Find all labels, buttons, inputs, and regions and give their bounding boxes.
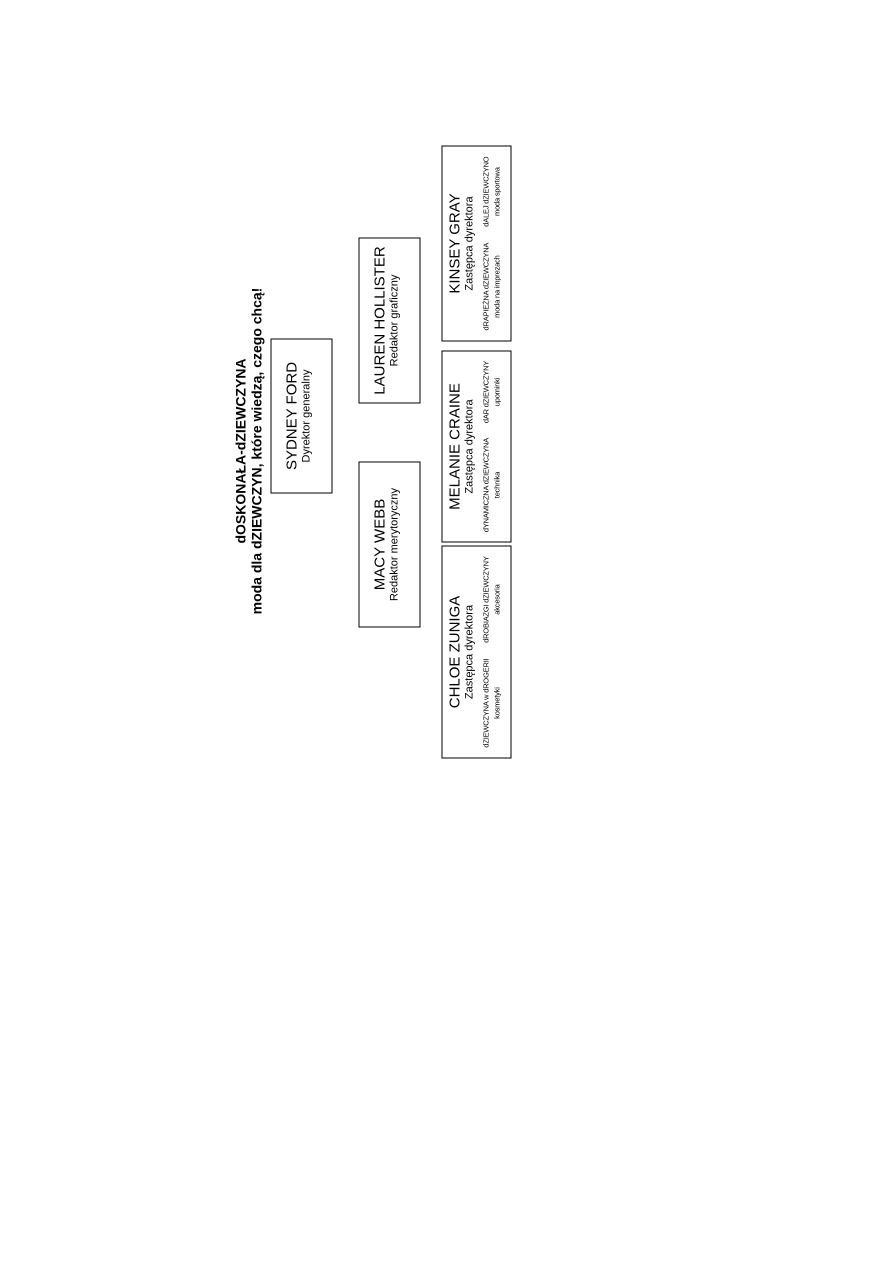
deputy-name: KINSEY GRAY — [446, 192, 463, 294]
department: dRAPIEŻNA dZIEWCZYNA moda na imprezach — [480, 242, 502, 330]
deputy-role: Zastępca dyrektora — [463, 604, 475, 699]
department-name: dALEJ dZIEWCZYNO — [481, 156, 490, 227]
department-name: dROBIAZGI dZIEWCZYNY — [481, 555, 490, 643]
department-list: dZIEWCZYNA w dROGERII kosmetyki dROBIAZG… — [480, 548, 502, 755]
deputy-name: CHLOE ZUNIGA — [446, 595, 463, 708]
department-category: technika — [492, 471, 501, 498]
director-name: SYDNEY FORD — [283, 361, 300, 470]
department: dALEJ dZIEWCZYNO moda sportowa — [480, 156, 502, 226]
department-name: dYNAMICZNA dZIEWCZYNA — [481, 437, 490, 532]
department-list: dRAPIEŻNA dZIEWCZYNA moda na imprezach d… — [480, 148, 502, 338]
department-category: moda na imprezach — [492, 254, 501, 318]
deputy-role: Zastępca dyrektora — [463, 398, 475, 494]
deputy-role: Zastępca dyrektora — [463, 195, 475, 291]
department-name: dZIEWCZYNA w dROGERII — [481, 658, 490, 748]
department-category: moda sportowa — [492, 166, 501, 216]
chart-subtitle: moda dla dZIEWCZYN, które wiedzą, czego … — [248, 287, 264, 614]
director-role: Dyrektor generalny — [300, 369, 312, 462]
department-name: dRAPIEŻNA dZIEWCZYNA — [481, 242, 490, 330]
editor-name: MACY WEBB — [371, 498, 388, 590]
department-category: akcesoria — [492, 583, 501, 615]
org-chart-diagram: dOSKONAŁA-dZIEWCZYNA moda dla dZIEWCZYN,… — [230, 143, 520, 758]
deputy-box-kinsey-gray: KINSEY GRAY Zastępca dyrektora dRAPIEŻNA… — [441, 145, 511, 341]
editor-box-lauren-hollister: LAUREN HOLLISTER Redaktor graficzny — [358, 237, 420, 403]
department-category: upominki — [492, 377, 501, 406]
director-box: SYDNEY FORD Dyrektor generalny — [270, 338, 332, 493]
editor-box-macy-webb: MACY WEBB Redaktor merytoryczny — [358, 461, 420, 627]
org-chart-canvas: dOSKONAŁA-dZIEWCZYNA moda dla dZIEWCZYN,… — [230, 143, 520, 758]
department: dAR dZIEWCZYNY upominki — [480, 360, 502, 422]
editor-name: LAUREN HOLLISTER — [371, 245, 388, 395]
department-list: dYNAMICZNA dZIEWCZYNA technika dAR dZIEW… — [480, 353, 502, 539]
deputy-box-melanie-craine: MELANIE CRAINE Zastępca dyrektora dYNAMI… — [441, 350, 511, 542]
department-name: dAR dZIEWCZYNY — [481, 360, 490, 423]
chart-title: dOSKONAŁA-dZIEWCZYNA — [232, 357, 248, 544]
department: dROBIAZGI dZIEWCZYNY akcesoria — [480, 556, 502, 642]
department: dYNAMICZNA dZIEWCZYNA technika — [480, 437, 502, 531]
deputy-box-chloe-zuniga: CHLOE ZUNIGA Zastępca dyrektora dZIEWCZY… — [441, 545, 511, 758]
department: dZIEWCZYNA w dROGERII kosmetyki — [480, 658, 502, 747]
editor-role: Redaktor graficzny — [388, 274, 400, 366]
editor-role: Redaktor merytoryczny — [388, 487, 400, 601]
department-category: kosmetyki — [492, 686, 501, 719]
deputy-name: MELANIE CRAINE — [446, 382, 463, 510]
